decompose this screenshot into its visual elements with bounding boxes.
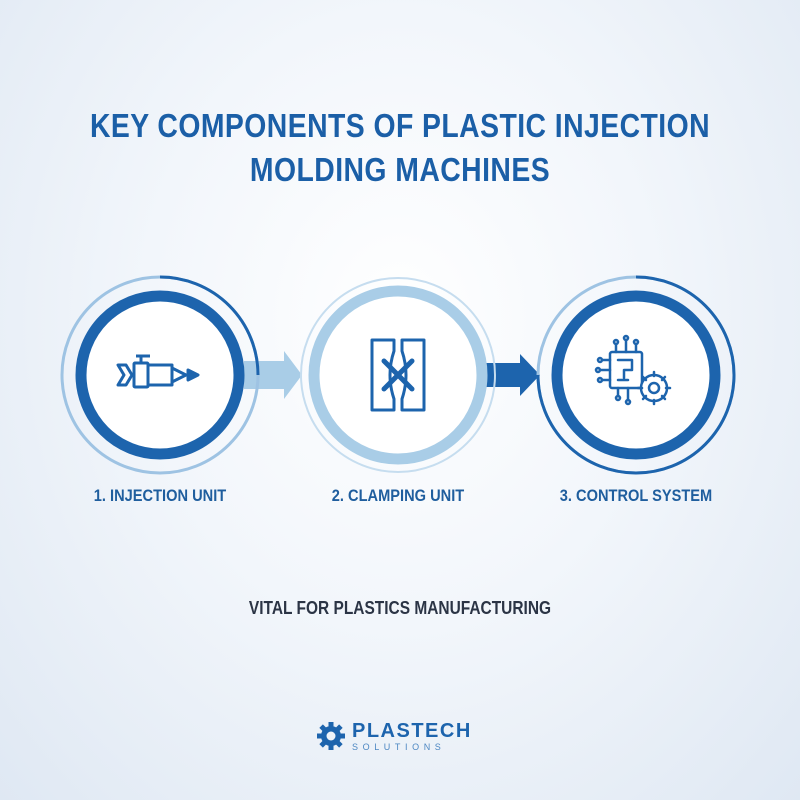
step-1-node <box>60 275 260 475</box>
step-2-label: 2. CLAMPING UNIT <box>331 486 465 505</box>
tagline: VITAL FOR PLASTICS MANUFACTURING <box>248 598 552 618</box>
arrow-connector-2 <box>482 354 540 396</box>
title-line-1: KEY COMPONENTS OF PLASTIC INJECTION <box>89 107 711 144</box>
clamp-x-icon <box>370 338 426 412</box>
brand-subtitle: SOLUTIONS <box>352 741 446 752</box>
logo-gear-icon <box>317 722 345 750</box>
step-1-label: 1. INJECTION UNIT <box>93 486 227 505</box>
title-line-2: MOLDING MACHINES <box>249 151 551 188</box>
step-3-node <box>536 275 736 475</box>
injection-nozzle-icon <box>116 354 200 389</box>
page-title: KEY COMPONENTS OF PLASTIC INJECTION MOLD… <box>56 104 744 192</box>
gear-icon <box>636 370 672 406</box>
brand-name: PLASTECH <box>352 719 472 742</box>
step-2-node <box>300 277 496 473</box>
step-3-label: 3. CONTROL SYSTEM <box>559 486 713 505</box>
circuit-gear-icon <box>594 334 672 406</box>
brand-logo: PLASTECH SOLUTIONS <box>316 716 472 756</box>
arrow-connector-1 <box>244 351 302 399</box>
process-diagram <box>60 275 736 475</box>
